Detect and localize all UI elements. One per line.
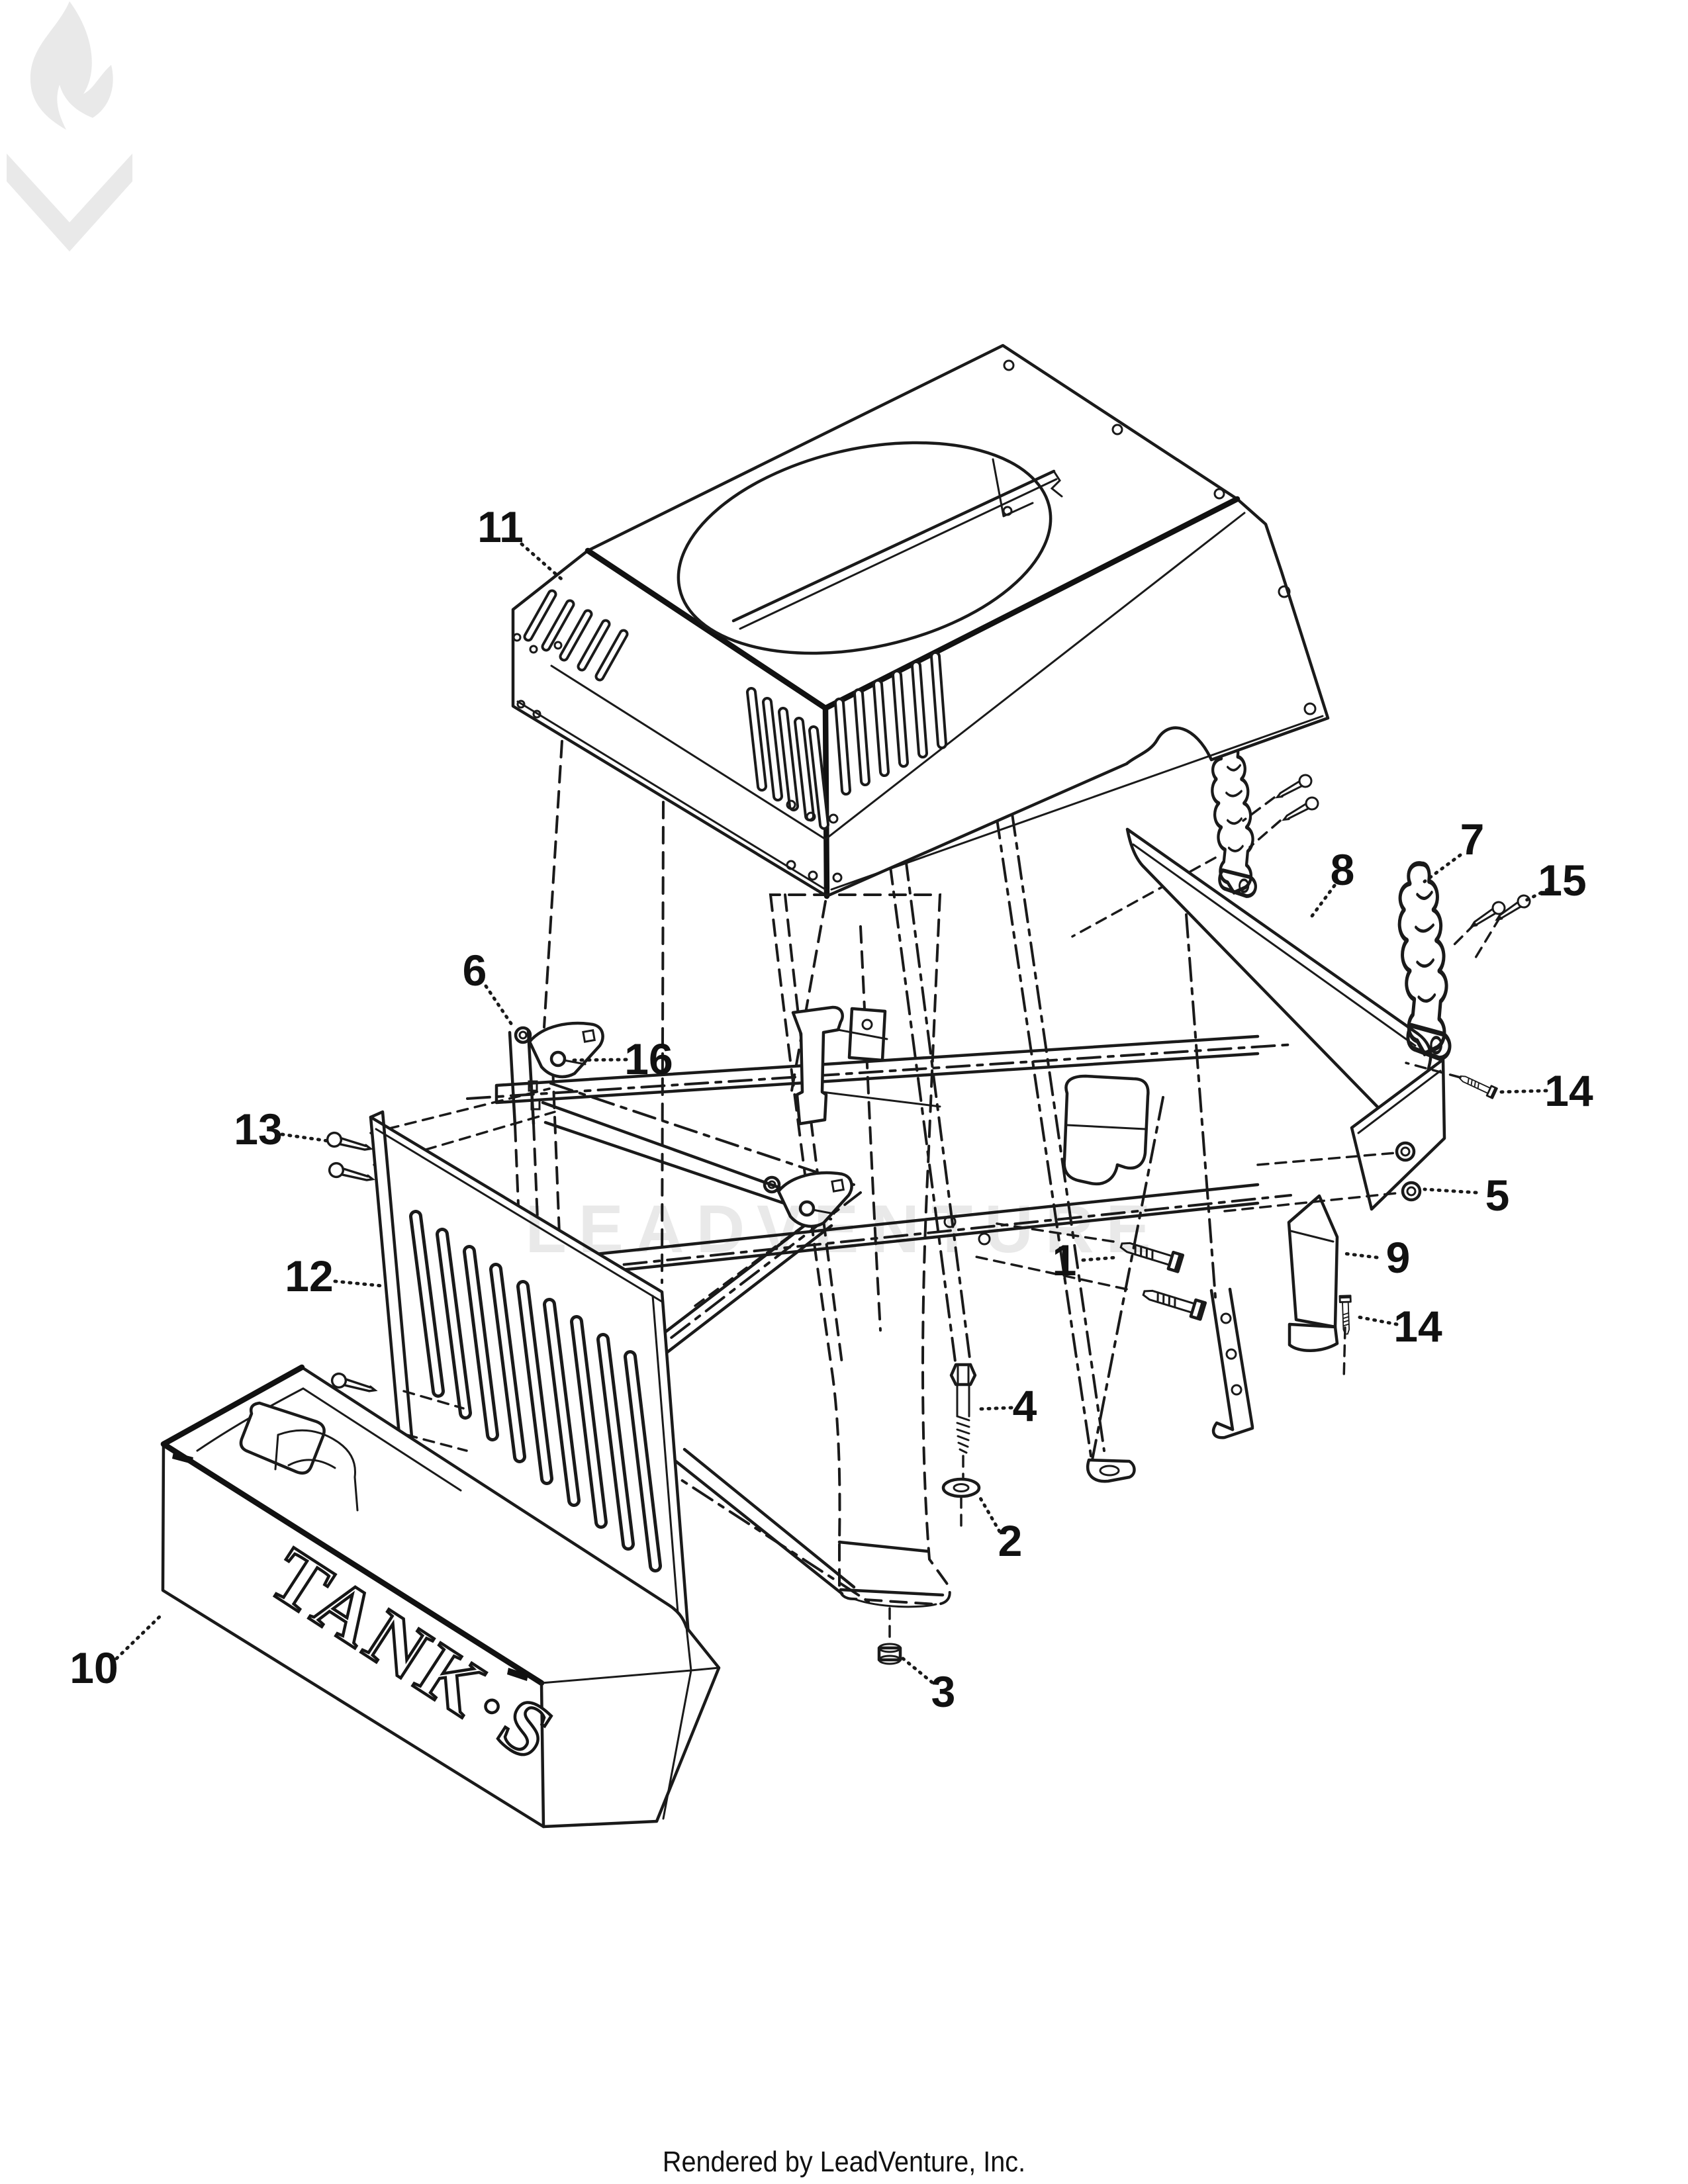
hood-latch-front xyxy=(1399,864,1533,1058)
callout-leader-9 xyxy=(1342,1251,1379,1259)
callout-8: 8 xyxy=(1331,845,1355,894)
callout-leader-2 xyxy=(978,1495,1002,1533)
callout-10: 10 xyxy=(70,1643,118,1692)
callout-14: 14 xyxy=(1393,1302,1442,1351)
callout-leader-15 xyxy=(1522,887,1550,903)
callout-11: 11 xyxy=(477,502,524,551)
grille-screws xyxy=(324,1130,468,1452)
callout-4: 4 xyxy=(1013,1381,1037,1430)
callout-13: 13 xyxy=(234,1105,282,1154)
callout-leader-8 xyxy=(1310,884,1336,918)
front-bumper: TANK·S xyxy=(160,1364,721,1829)
hood-latch-rear xyxy=(1212,743,1321,896)
side-panel xyxy=(1125,827,1432,1120)
callout-leader-4 xyxy=(978,1406,1013,1411)
callout-leader-11 xyxy=(520,542,567,584)
callout-6: 6 xyxy=(463,946,487,995)
callout-leader-7 xyxy=(1423,853,1462,884)
frame-brackets xyxy=(791,1005,1150,1186)
right-fasteners xyxy=(972,1062,1498,1382)
callout-1: 1 xyxy=(1053,1236,1077,1285)
callout-2: 2 xyxy=(998,1516,1023,1565)
footer-credit: Rendered by LeadVenture, Inc. xyxy=(662,2146,1026,2178)
callout-leader-6 xyxy=(484,984,514,1026)
callout-15: 15 xyxy=(1538,856,1586,905)
steering-column-support xyxy=(769,893,951,1608)
callout-leader-3 xyxy=(901,1657,934,1684)
callout-9: 9 xyxy=(1386,1233,1411,1282)
callout-leader-14 xyxy=(1356,1315,1399,1326)
lower-bracket xyxy=(1223,1058,1446,1352)
callout-leader-14 xyxy=(1498,1089,1548,1094)
callout-leader-5 xyxy=(1423,1187,1478,1195)
callout-7: 7 xyxy=(1460,815,1485,864)
center-fasteners xyxy=(877,1363,981,1665)
callout-leader-12 xyxy=(333,1279,385,1288)
callout-16: 16 xyxy=(624,1034,673,1083)
callout-leader-1 xyxy=(1081,1255,1118,1262)
callout-5: 5 xyxy=(1485,1171,1510,1220)
callout-leader-13 xyxy=(280,1132,330,1143)
hood xyxy=(511,343,1330,899)
callout-3: 3 xyxy=(931,1667,956,1716)
callout-12: 12 xyxy=(285,1251,333,1300)
callout-14: 14 xyxy=(1544,1066,1593,1115)
callout-leader-10 xyxy=(115,1614,162,1661)
